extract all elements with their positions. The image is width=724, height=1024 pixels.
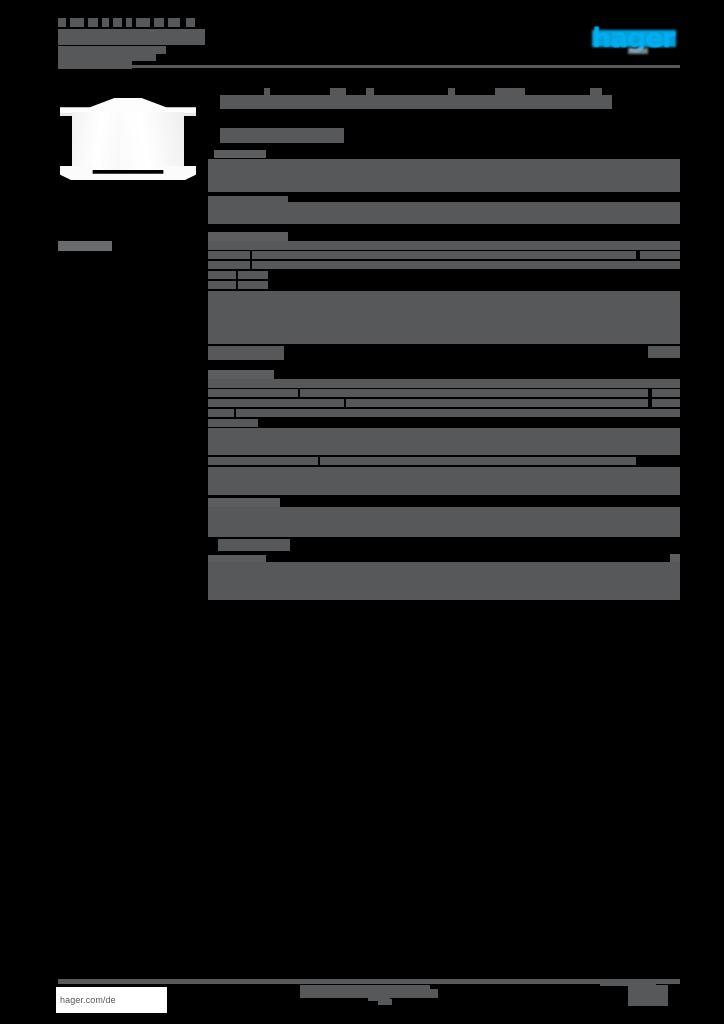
page-header: hager [0, 0, 724, 80]
table-row-label [208, 271, 236, 279]
table-row-value [236, 409, 680, 417]
table-row [208, 467, 680, 495]
table-row-label [208, 399, 344, 407]
table-row-label [208, 251, 250, 259]
footer-url-text[interactable]: hager.com/de [60, 995, 116, 1005]
table-row-value [346, 399, 648, 407]
product-flange-left [60, 112, 74, 116]
table-row-label [208, 346, 284, 360]
redacted-text [392, 989, 438, 998]
product-top-face [60, 98, 196, 113]
table-row-value [238, 281, 268, 289]
redacted-text [156, 46, 166, 54]
table-row-label [208, 389, 298, 397]
table-row-label [208, 196, 288, 204]
table-row-label [208, 281, 236, 289]
redacted-text [368, 987, 390, 1001]
redacted-text [220, 95, 612, 109]
table-row-label [208, 457, 318, 465]
redacted-text [330, 88, 346, 95]
hager-logo-tail [628, 48, 648, 54]
header-divider [58, 65, 680, 68]
table-highlight-label [208, 555, 266, 564]
table-row-value [640, 251, 680, 259]
table-row [208, 379, 680, 388]
table-group-header [208, 370, 274, 379]
redacted-text [220, 128, 344, 143]
table-row-value [238, 271, 268, 279]
table-row-value [652, 389, 680, 397]
footer-url-chip[interactable]: hager.com/de [56, 987, 167, 1013]
table-row [208, 428, 680, 455]
table-row-value [252, 261, 680, 269]
redacted-text [58, 29, 205, 45]
footer-divider [58, 979, 680, 984]
redacted-text [102, 18, 109, 27]
table-row [208, 202, 680, 224]
redacted-text [154, 18, 164, 27]
page-subtitle [220, 128, 344, 143]
table-row-label [218, 539, 290, 551]
table-row [208, 507, 680, 537]
page-title [220, 88, 620, 114]
redacted-text [58, 46, 156, 61]
table-group-header [208, 498, 280, 507]
hager-logo[interactable]: hager [592, 23, 676, 54]
redacted-text [126, 18, 132, 27]
table-row-label [208, 409, 234, 417]
redacted-text [366, 88, 374, 95]
redacted-text [58, 18, 66, 27]
table-highlight-row [208, 562, 680, 600]
redacted-text [136, 18, 150, 27]
specification-table [208, 150, 680, 602]
table-row-value [648, 346, 680, 358]
table-group-header [214, 150, 266, 158]
redacted-text [495, 88, 525, 95]
product-photo [58, 92, 198, 185]
table-row-label [208, 261, 250, 269]
page-footer [0, 975, 724, 1024]
redacted-text [168, 18, 180, 27]
redacted-text [58, 60, 132, 69]
table-row-label [208, 419, 258, 427]
redacted-text [378, 999, 392, 1005]
table-row-value [300, 389, 648, 397]
product-body-left [72, 112, 120, 170]
table-row-value [320, 457, 636, 465]
table-row-value [652, 399, 680, 407]
redacted-text [70, 18, 84, 27]
table-row [208, 291, 680, 344]
redacted-text [590, 88, 602, 95]
sidebar-caption [58, 241, 112, 251]
table-group-header [208, 232, 288, 241]
table-row [208, 159, 680, 192]
redacted-text [628, 985, 668, 1006]
redacted-text [264, 88, 270, 95]
product-body-right [120, 112, 184, 170]
product-flange-right [182, 112, 196, 116]
redacted-text [88, 18, 98, 27]
redacted-text [58, 241, 112, 251]
hager-logo-smear [592, 30, 676, 47]
document-code-block [58, 16, 278, 69]
table-highlight-marker [670, 554, 680, 563]
table-row-value [252, 251, 636, 259]
redacted-text [186, 18, 195, 27]
redacted-text [113, 18, 122, 27]
redacted-text [448, 88, 455, 95]
table-row [208, 241, 680, 250]
redacted-text [600, 979, 656, 986]
